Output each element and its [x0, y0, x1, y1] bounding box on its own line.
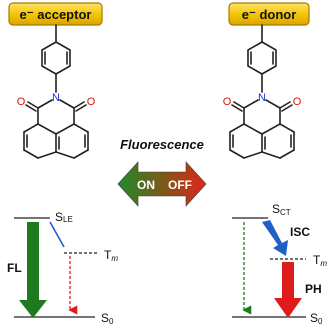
ph-label: PH — [305, 282, 322, 296]
donor-badge: e⁻ donor — [228, 2, 310, 26]
on-label: ON — [137, 178, 155, 192]
acceptor-oxygen-right-label: O — [87, 96, 96, 108]
acceptor-oxygen-left-label: O — [17, 96, 26, 108]
acceptor-badge-label: e⁻ acceptor — [20, 7, 92, 22]
right-energy-diagram: SCT Tm S0 ISC PH — [232, 202, 327, 326]
off-label: OFF — [168, 178, 192, 192]
fluorescence-title: Fluorescence — [120, 137, 204, 152]
donor-molecule — [229, 24, 295, 159]
ph-arrow — [274, 262, 302, 318]
donor-oxygen-right-label: O — [293, 96, 302, 108]
right-s0-label: S0 — [310, 311, 323, 326]
donor-oxygen-left-label: O — [223, 96, 232, 108]
acceptor-nitrogen-label: N — [52, 92, 60, 104]
left-s0-label: S0 — [101, 311, 114, 326]
fl-arrow — [19, 222, 47, 318]
fl-label: FL — [7, 261, 22, 275]
donor-badge-label: e⁻ donor — [242, 7, 297, 22]
on-off-arrow: ON OFF — [117, 161, 207, 207]
donor-nitrogen-label: N — [258, 92, 266, 104]
left-tm-label: Tm — [104, 248, 118, 263]
left-energy-diagram: SLE Tm S0 FL — [7, 210, 118, 326]
right-sct-label: SCT — [272, 202, 291, 217]
isc-label: ISC — [290, 225, 310, 239]
acceptor-badge: e⁻ acceptor — [8, 2, 103, 26]
acceptor-molecule — [23, 24, 89, 159]
left-sle-label: SLE — [55, 210, 73, 224]
left-isc-line — [49, 221, 65, 248]
isc-arrow — [262, 220, 288, 256]
right-tm-label: Tm — [313, 253, 327, 268]
